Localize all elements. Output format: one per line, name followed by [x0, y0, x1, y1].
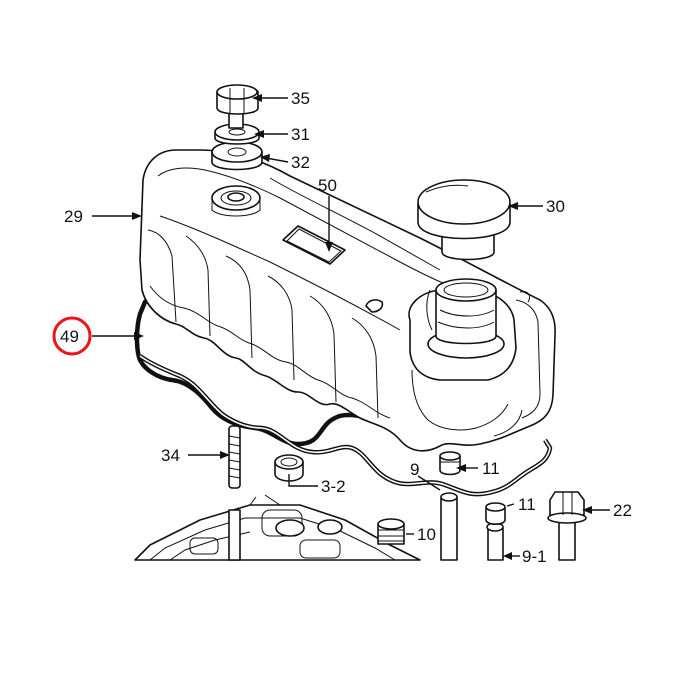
cap-nut: [216, 84, 259, 129]
callout-labels: 35 31 32 50 30 29 49 34 3-2 9 11 11 22 1…: [60, 89, 632, 566]
callout-10: 10: [417, 525, 436, 544]
callout-50: 50: [318, 176, 337, 195]
cylinder-head: [134, 494, 421, 561]
pushrod-tubes: [440, 492, 506, 561]
callout-11-lower: 11: [518, 495, 536, 514]
valve-stem-seal: [274, 454, 304, 482]
stud-bolt: [228, 425, 241, 561]
threaded-plug: [377, 518, 405, 545]
callout-9: 9: [410, 460, 419, 479]
callout-9-1: 9-1: [522, 547, 547, 566]
oil-filler-cap: [417, 179, 511, 261]
washer: [214, 123, 260, 145]
rubber-grommet: [211, 141, 263, 171]
leader-lines: [92, 94, 610, 560]
callout-49: 49: [60, 327, 79, 346]
callout-31: 31: [291, 125, 310, 144]
callout-29: 29: [64, 207, 83, 226]
oil-filler-neck: [427, 278, 505, 359]
flange-bolt: [547, 491, 587, 561]
callout-35: 35: [291, 89, 310, 108]
valve-cap-left: [439, 451, 461, 476]
callout-11-upper: 11: [482, 459, 500, 478]
callout-32: 32: [291, 153, 310, 172]
highlight-circle: [52, 316, 92, 356]
callout-22: 22: [613, 501, 632, 520]
callout-3-2: 3-2: [321, 477, 346, 496]
callout-30: 30: [546, 197, 565, 216]
callout-34: 34: [161, 446, 180, 465]
